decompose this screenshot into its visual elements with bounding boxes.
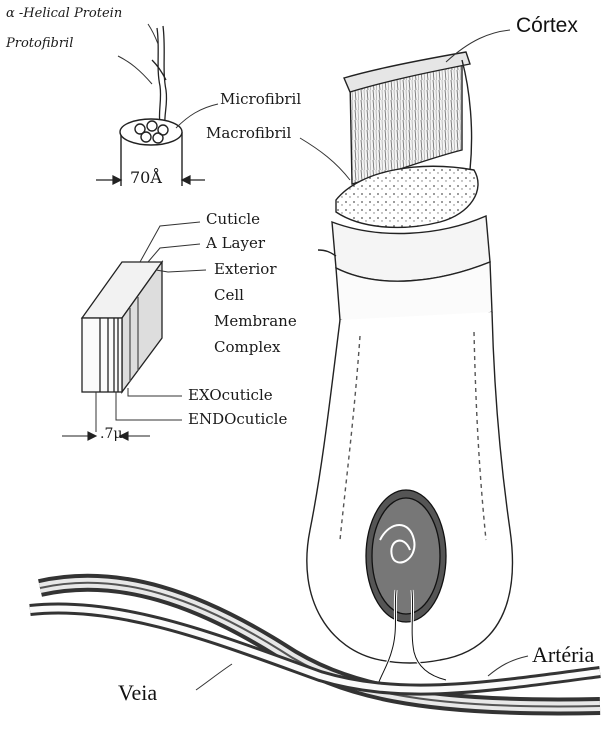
hair-cortex-top [336, 52, 478, 227]
label-cuticle: Cuticle [206, 210, 260, 228]
artery [30, 608, 600, 689]
label-cell: Cell [214, 286, 244, 304]
protofibril-strand [152, 26, 167, 124]
label-thickness: .7μ [100, 426, 122, 442]
label-alpha-helical-protein: α -Helical Protein [6, 6, 122, 21]
label-complex: Complex [214, 338, 280, 356]
label-cortex: Córtex [516, 14, 578, 38]
cuticle-block [82, 262, 162, 392]
leader-protofibril [118, 56, 152, 84]
label-protofibril: Protofibril [6, 36, 73, 51]
leader-macrofibril [300, 138, 350, 180]
leader-arteria [488, 656, 528, 676]
label-70a-diameter: 70Å [130, 168, 162, 187]
leader-alpha-helical [148, 24, 158, 44]
label-exocuticle: EXOcuticle [188, 386, 273, 404]
leader-veia [196, 664, 232, 690]
label-endocuticle: ENDOcuticle [188, 410, 287, 428]
label-arteria: Artéria [532, 642, 594, 668]
label-membrane: Membrane [214, 312, 297, 330]
label-exterior: Exterior [214, 260, 276, 278]
label-a-layer: A Layer [206, 234, 265, 252]
label-veia: Veia [118, 680, 157, 706]
label-microfibril: Microfibril [220, 90, 301, 108]
label-macrofibril: Macrofibril [206, 124, 291, 142]
